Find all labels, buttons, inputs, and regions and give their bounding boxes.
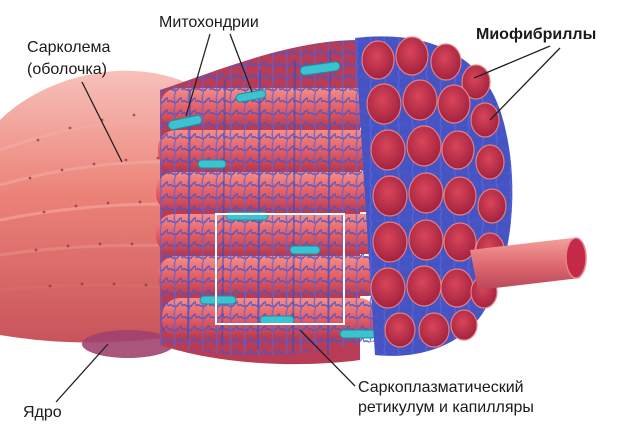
myofibril-bundle [156,40,391,364]
sarcolemma [0,71,185,343]
label-sarcolemma-note: (оболочка) [27,60,107,79]
label-mitochondria: Митохондрии [159,13,259,32]
myofibril-cross-section [355,36,512,356]
label-sarcolemma: Сарколема [27,38,110,57]
label-sarcoplasmic-reticulum: Саркоплазматический [358,378,524,397]
label-nucleus: Ядро [23,403,62,422]
label-reticulum-capillaries: ретикулум и капилляры [358,398,534,417]
label-myofibrils: Миофибриллы [476,25,596,44]
